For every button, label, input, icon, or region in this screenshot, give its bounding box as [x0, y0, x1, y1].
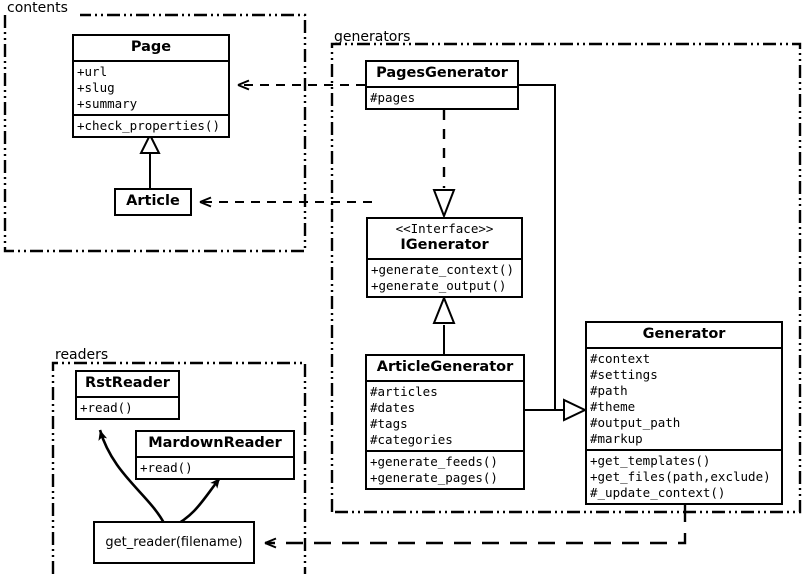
generators-package-border	[330, 42, 802, 514]
operation-row: +generate_context()	[371, 262, 514, 278]
operation-row: +check_properties()	[77, 117, 220, 133]
readers-package-border	[51, 361, 307, 574]
class-header-rstreader: RstReader	[77, 372, 178, 398]
attribute-row: #output_path	[590, 414, 681, 430]
attribute-row: +url	[77, 63, 108, 79]
function-label-get-reader: get_reader(filename)	[105, 535, 243, 550]
class-attributes-articlegenerator: #articles #dates #tags #categories	[367, 382, 523, 452]
class-box-igenerator[interactable]: <<Interface>> IGenerator +generate_conte…	[366, 217, 523, 299]
class-operations-page: +check_properties()	[74, 116, 228, 136]
operation-row: +generate_feeds()	[370, 453, 498, 469]
attribute-row: +slug	[77, 79, 115, 95]
class-name-articlegenerator: ArticleGenerator	[376, 359, 514, 375]
class-operations-rstreader: +read()	[77, 398, 178, 418]
class-header-igenerator: <<Interface>> IGenerator	[368, 219, 521, 261]
class-name-igenerator: <<Interface>> IGenerator	[368, 219, 521, 258]
attribute-row: #dates	[370, 399, 416, 415]
class-stereotype-igenerator: <<Interface>>	[395, 221, 494, 236]
attribute-row: #categories	[370, 431, 453, 447]
relation-getreader-creates-rstreader	[98, 429, 167, 526]
attribute-row: #settings	[590, 366, 658, 382]
attribute-row: #tags	[370, 415, 408, 431]
attribute-row: #context	[590, 350, 651, 366]
class-name-article: Article	[126, 193, 180, 209]
attribute-row: #articles	[370, 383, 438, 399]
operation-row: +read()	[80, 399, 133, 415]
class-operations-generator: +get_templates() +get_files(path,exclude…	[587, 451, 781, 503]
operation-row: +get_files(path,exclude)	[590, 468, 771, 484]
class-attributes-pagesgenerator: #pages	[367, 88, 517, 108]
operation-row: +generate_output()	[371, 278, 507, 294]
class-attributes-generator: #context #settings #path #theme #output_…	[587, 349, 781, 451]
class-header-generator: Generator	[587, 323, 781, 349]
class-header-pagesgenerator: PagesGenerator	[367, 62, 517, 88]
class-box-generator[interactable]: Generator #context #settings #path #them…	[585, 321, 783, 505]
operation-row: +read()	[140, 459, 193, 475]
attribute-row: +summary	[77, 95, 138, 111]
relation-generators-generalize-generator	[518, 84, 588, 422]
class-operations-mardownreader: +read()	[137, 458, 293, 478]
class-name-page: Page	[130, 39, 172, 55]
class-attributes-page: +url +slug +summary	[74, 62, 228, 116]
class-operations-igenerator: +generate_context() +generate_output()	[368, 260, 521, 296]
attribute-row: #pages	[370, 89, 416, 105]
operation-row: #_update_context()	[590, 484, 726, 500]
package-label-generators: generators	[334, 29, 411, 45]
relation-pagesgenerator-realizes-igenerator	[432, 110, 456, 219]
attribute-row: #markup	[590, 430, 643, 446]
class-header-articlegenerator: ArticleGenerator	[367, 356, 523, 382]
class-box-article[interactable]: Article	[114, 188, 192, 216]
function-box-get-reader[interactable]: get_reader(filename)	[93, 521, 255, 564]
attribute-row: #theme	[590, 398, 636, 414]
class-name-generator: Generator	[642, 326, 726, 342]
class-box-page[interactable]: Page +url +slug +summary +check_properti…	[72, 34, 230, 138]
class-box-pagesgenerator[interactable]: PagesGenerator #pages	[365, 60, 519, 110]
class-name-text-igenerator: IGenerator	[400, 237, 489, 254]
operation-row: +get_templates()	[590, 452, 711, 468]
class-box-mardownreader[interactable]: MardownReader +read()	[135, 430, 295, 480]
relation-generator-depends-getreader	[264, 505, 687, 549]
class-name-rstreader: RstReader	[85, 375, 170, 391]
contents-package-border	[3, 13, 307, 253]
operation-row: +generate_pages()	[370, 469, 498, 485]
class-operations-articlegenerator: +generate_feeds() +generate_pages()	[367, 452, 523, 488]
relation-getreader-creates-mardownreader	[171, 477, 222, 529]
class-header-article: Article	[116, 190, 190, 214]
package-label-contents: contents	[7, 0, 68, 16]
class-header-mardownreader: MardownReader	[137, 432, 293, 458]
class-box-rstreader[interactable]: RstReader +read()	[75, 370, 180, 420]
class-name-pagesgenerator: PagesGenerator	[376, 65, 508, 81]
class-box-articlegenerator[interactable]: ArticleGenerator #articles #dates #tags …	[365, 354, 525, 490]
package-label-readers: readers	[55, 347, 109, 363]
class-header-page: Page	[74, 36, 228, 62]
attribute-row: #path	[590, 382, 628, 398]
relation-article-generalizes-page	[139, 132, 161, 190]
class-name-mardownreader: MardownReader	[148, 435, 282, 451]
relation-articlegenerator-generalizes-igenerator	[432, 295, 456, 355]
